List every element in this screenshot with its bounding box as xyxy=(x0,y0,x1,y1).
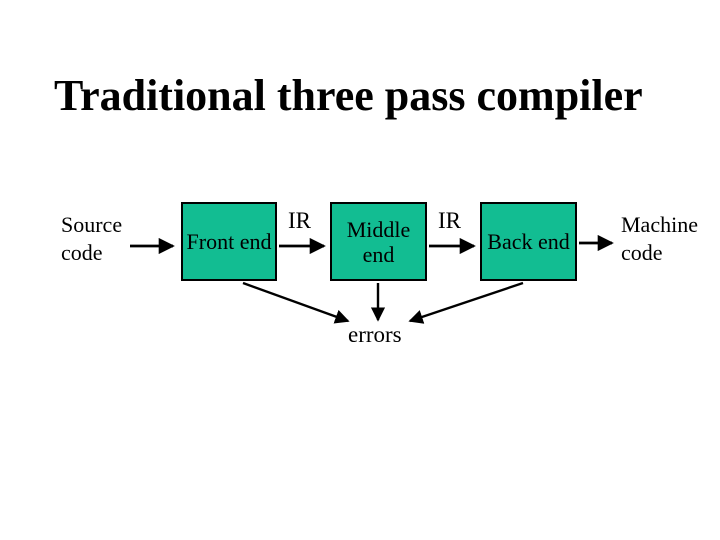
machine-code-line-1: Machine xyxy=(621,212,698,237)
source-code-line-2: code xyxy=(61,240,103,265)
machine-code-line-2: code xyxy=(621,240,663,265)
ir-label-2: IR xyxy=(438,208,461,233)
slide-title: Traditional three pass compiler xyxy=(54,71,643,120)
arrow-back-end-to-errors xyxy=(408,281,524,324)
middle-end-label-line-1: Middle xyxy=(346,216,411,242)
ir-label-1: IR xyxy=(288,208,311,233)
front-end-label: Front end xyxy=(186,229,272,254)
machine-code-label: Machine code xyxy=(621,211,698,267)
source-code-line-1: Source xyxy=(61,212,123,237)
arrow-front-end-to-errors xyxy=(242,281,350,324)
back-end-label: Back end xyxy=(487,229,570,254)
back-end-box: Back end xyxy=(480,202,577,281)
source-code-label: Source code xyxy=(61,211,122,267)
errors-label: errors xyxy=(348,322,402,347)
front-end-box: Front end xyxy=(181,202,277,281)
middle-end-box: Middle end xyxy=(330,202,427,281)
middle-end-label-line-2: end xyxy=(362,241,395,267)
